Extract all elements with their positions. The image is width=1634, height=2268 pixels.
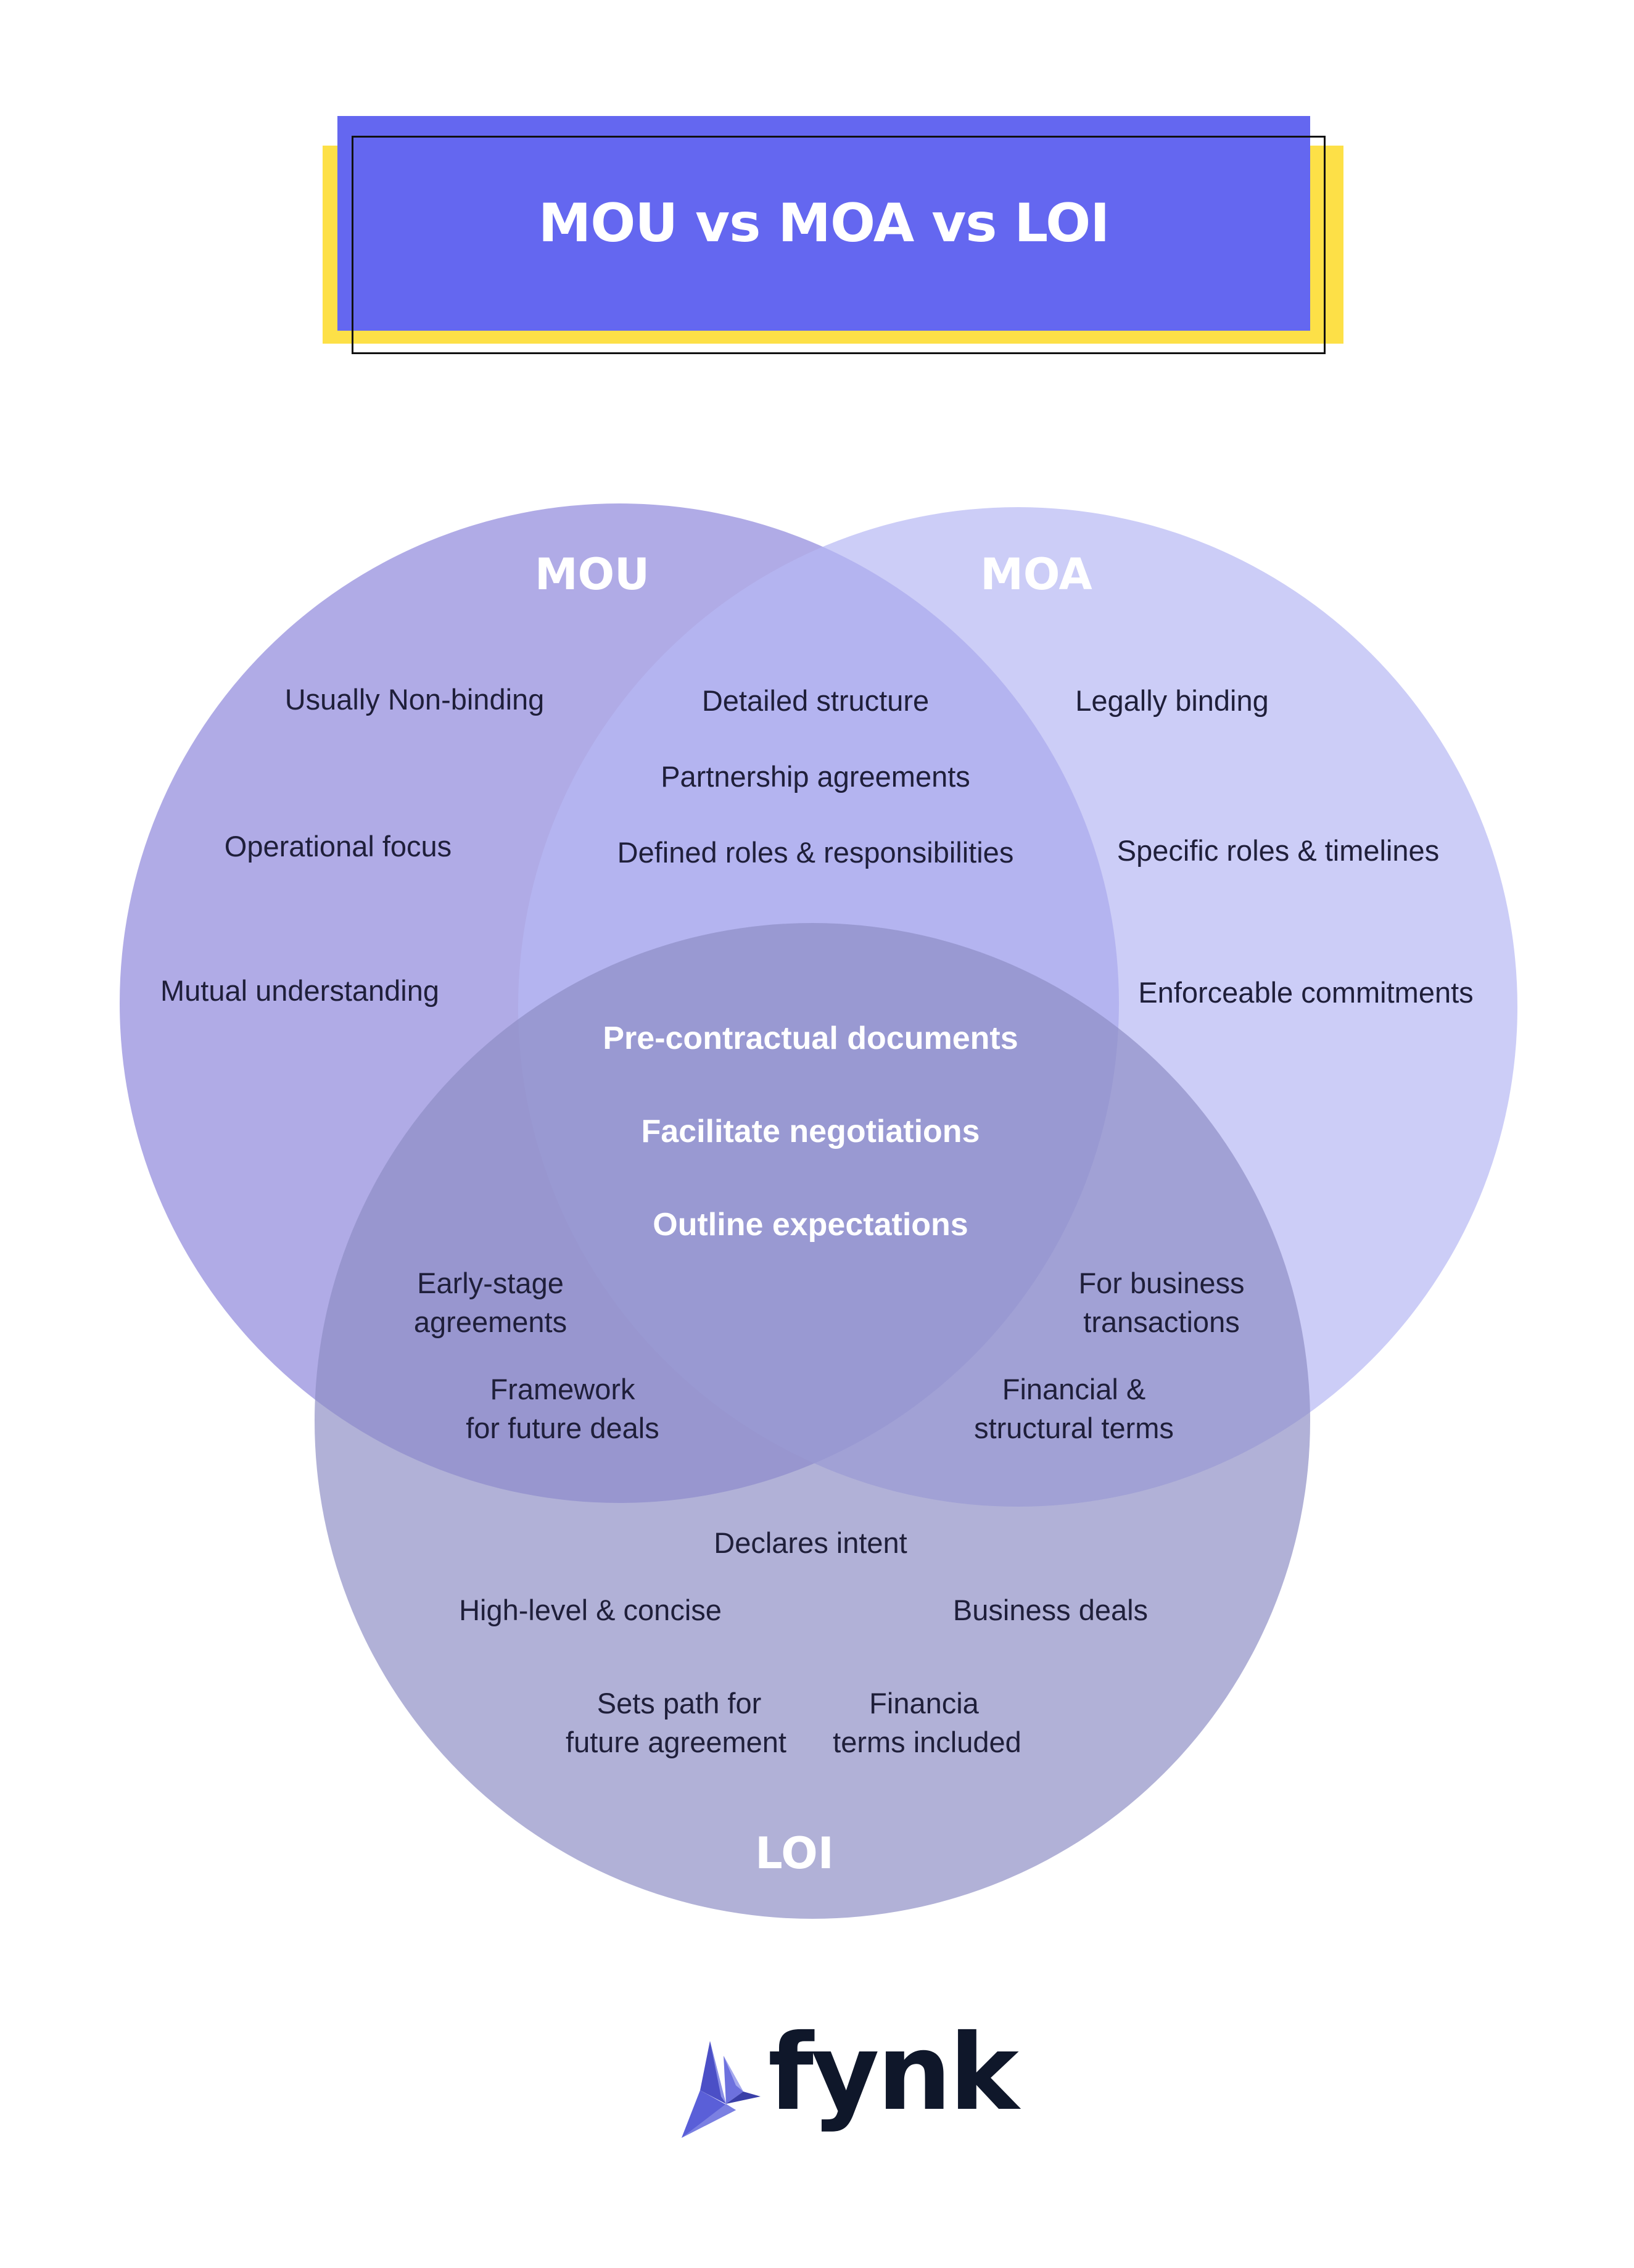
mou-loi-item: Framework	[490, 1373, 635, 1405]
moa-loi-item: structural terms	[974, 1412, 1174, 1444]
title-box	[337, 116, 1310, 331]
mou-item: Operational focus	[225, 830, 452, 863]
loi-item: Financia	[869, 1687, 980, 1720]
mou-loi-item: for future deals	[466, 1412, 659, 1444]
moa-item: Legally binding	[1075, 684, 1269, 717]
title-block: MOU vs MOA vs LOI	[0, 0, 1634, 370]
loi-item: Sets path for	[597, 1687, 762, 1720]
mou-loi-item: Early-stage	[417, 1267, 564, 1299]
logo-wordmark: fynk	[768, 2012, 1019, 2134]
center-item: Facilitate negotiations	[642, 1114, 980, 1149]
loi-item: future agreement	[566, 1726, 786, 1758]
mou-moa-item: Defined roles & responsibilities	[617, 836, 1014, 869]
mou-item: Usually Non-binding	[285, 683, 545, 716]
loi-heading: LOI	[755, 1828, 834, 1879]
moa-loi-item: For business	[1078, 1267, 1244, 1299]
title-outline	[352, 136, 1326, 354]
loi-item: Business deals	[953, 1594, 1148, 1626]
mou-moa-item: Detailed structure	[702, 684, 929, 717]
center-item: Outline expectations	[653, 1207, 968, 1243]
loi-item: Declares intent	[714, 1526, 907, 1559]
moa-item: Specific roles & timelines	[1117, 834, 1439, 867]
moa-heading: MOA	[980, 549, 1092, 600]
bird-logo-icon	[682, 2041, 761, 2138]
loi-circle	[315, 923, 1310, 1919]
mou-heading: MOU	[535, 549, 650, 600]
loi-item: High-level & concise	[459, 1594, 722, 1626]
moa-loi-item: transactions	[1083, 1306, 1239, 1338]
page-title: MOU vs MOA vs LOI	[538, 192, 1110, 254]
mou-loi-item: agreements	[414, 1306, 567, 1338]
moa-item: Enforceable commitments	[1138, 976, 1473, 1009]
center-item: Pre-contractual documents	[603, 1020, 1018, 1056]
moa-loi-item: Financial &	[1002, 1373, 1146, 1405]
loi-item: terms included	[833, 1726, 1021, 1758]
mou-item: Mutual understanding	[160, 974, 439, 1007]
mou-moa-item: Partnership agreements	[661, 760, 970, 793]
